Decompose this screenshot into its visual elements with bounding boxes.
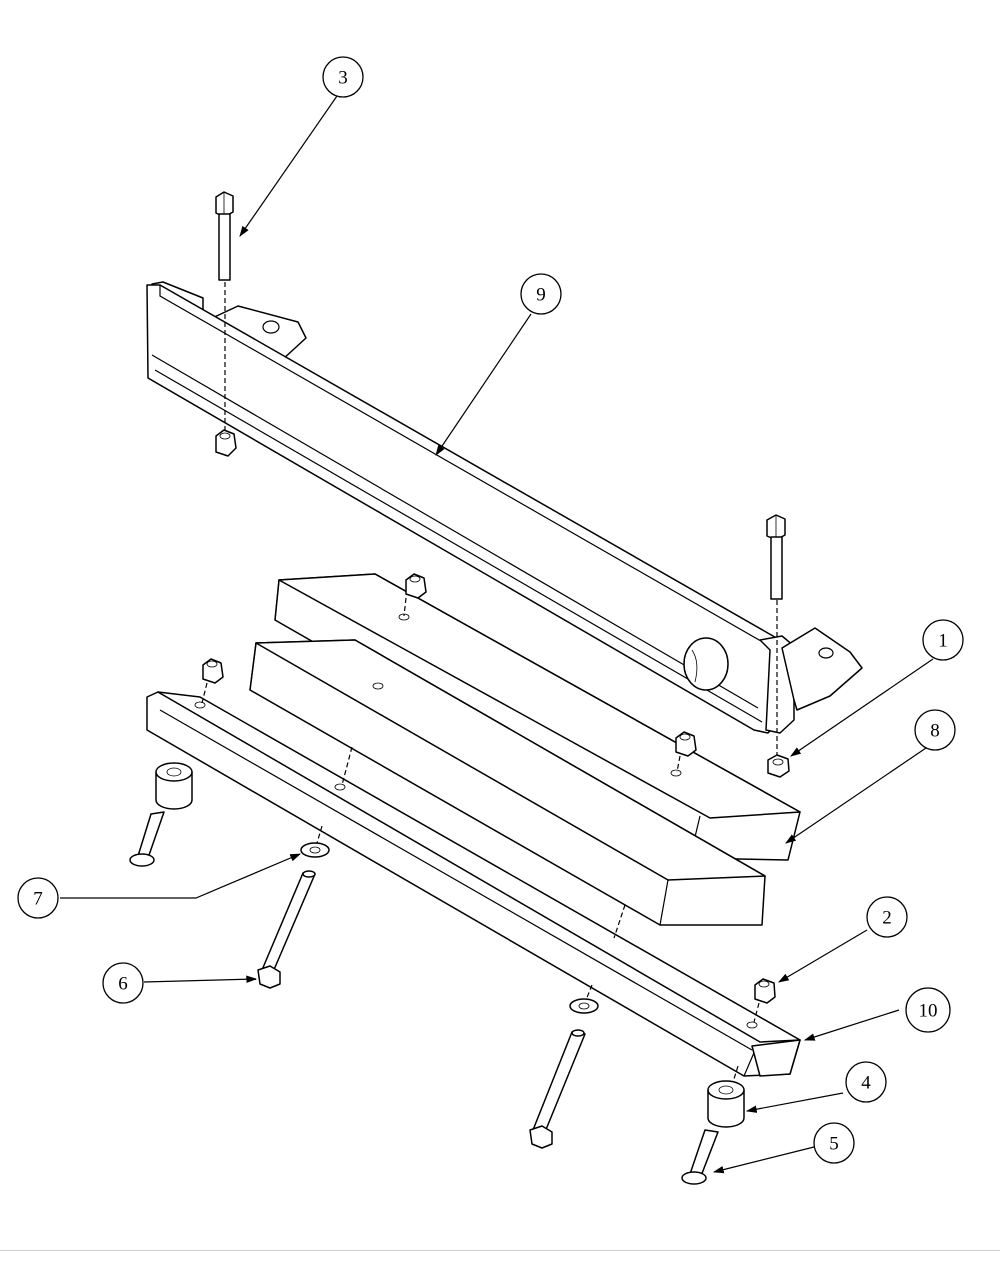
bolt-part-3-left: [215, 191, 234, 430]
long-bolt-part-6: [257, 870, 316, 989]
svg-text:7: 7: [33, 889, 43, 910]
svg-text:10: 10: [919, 1001, 938, 1022]
flange-nut-left-bracket: [215, 429, 237, 457]
balloon-6: 6: [102, 962, 144, 1004]
block-part-8-lower: [249, 639, 766, 944]
leader-lines: [60, 95, 934, 1174]
balloon-10: 10: [905, 987, 951, 1033]
balloon-3: 3: [322, 56, 364, 98]
upper-bracket-part-9: [146, 281, 863, 734]
flange-nut-block-right: [675, 731, 697, 773]
long-bolt-right: [529, 1029, 586, 1149]
balloon-1: 1: [922, 619, 964, 661]
spacer-left: [155, 762, 193, 810]
short-bolt-part-5: [681, 1129, 719, 1185]
block-part-8-upper: [274, 573, 801, 861]
balloon-9: 9: [520, 273, 562, 315]
svg-text:8: 8: [930, 721, 940, 742]
spacer-part-4: [707, 1065, 745, 1128]
svg-text:6: 6: [118, 974, 128, 995]
flange-nut-channel-left: [201, 658, 224, 704]
short-bolt-left: [129, 811, 165, 867]
balloon-4: 4: [845, 1061, 887, 1103]
washer-right: [569, 984, 599, 1014]
nut-part-1: [767, 754, 790, 778]
angle-channel-part-10: [146, 691, 801, 1077]
svg-text:9: 9: [536, 285, 546, 306]
balloon-2: 2: [866, 896, 908, 938]
bolt-part-3-right: [766, 514, 786, 760]
flange-nut-block-top: [403, 573, 427, 617]
bottom-divider: [0, 1250, 1000, 1251]
svg-text:4: 4: [861, 1073, 871, 1094]
washer-part-7: [300, 825, 330, 858]
svg-text:2: 2: [882, 908, 892, 929]
balloon-5: 5: [813, 1122, 855, 1164]
balloon-7: 7: [17, 877, 59, 919]
nut-part-2: [753, 978, 776, 1023]
svg-text:5: 5: [829, 1134, 839, 1155]
svg-text:1: 1: [938, 631, 948, 652]
svg-text:3: 3: [338, 68, 348, 89]
balloon-8: 8: [914, 709, 956, 751]
